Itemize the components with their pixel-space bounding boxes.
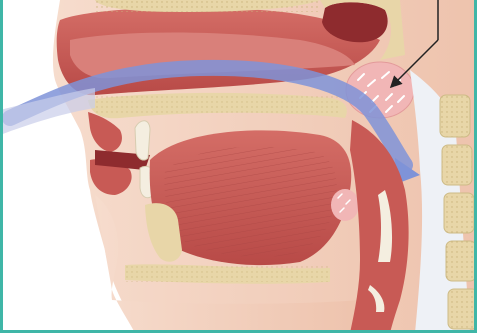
- hard-palate: [88, 93, 347, 118]
- palatine-tonsil: [331, 189, 359, 221]
